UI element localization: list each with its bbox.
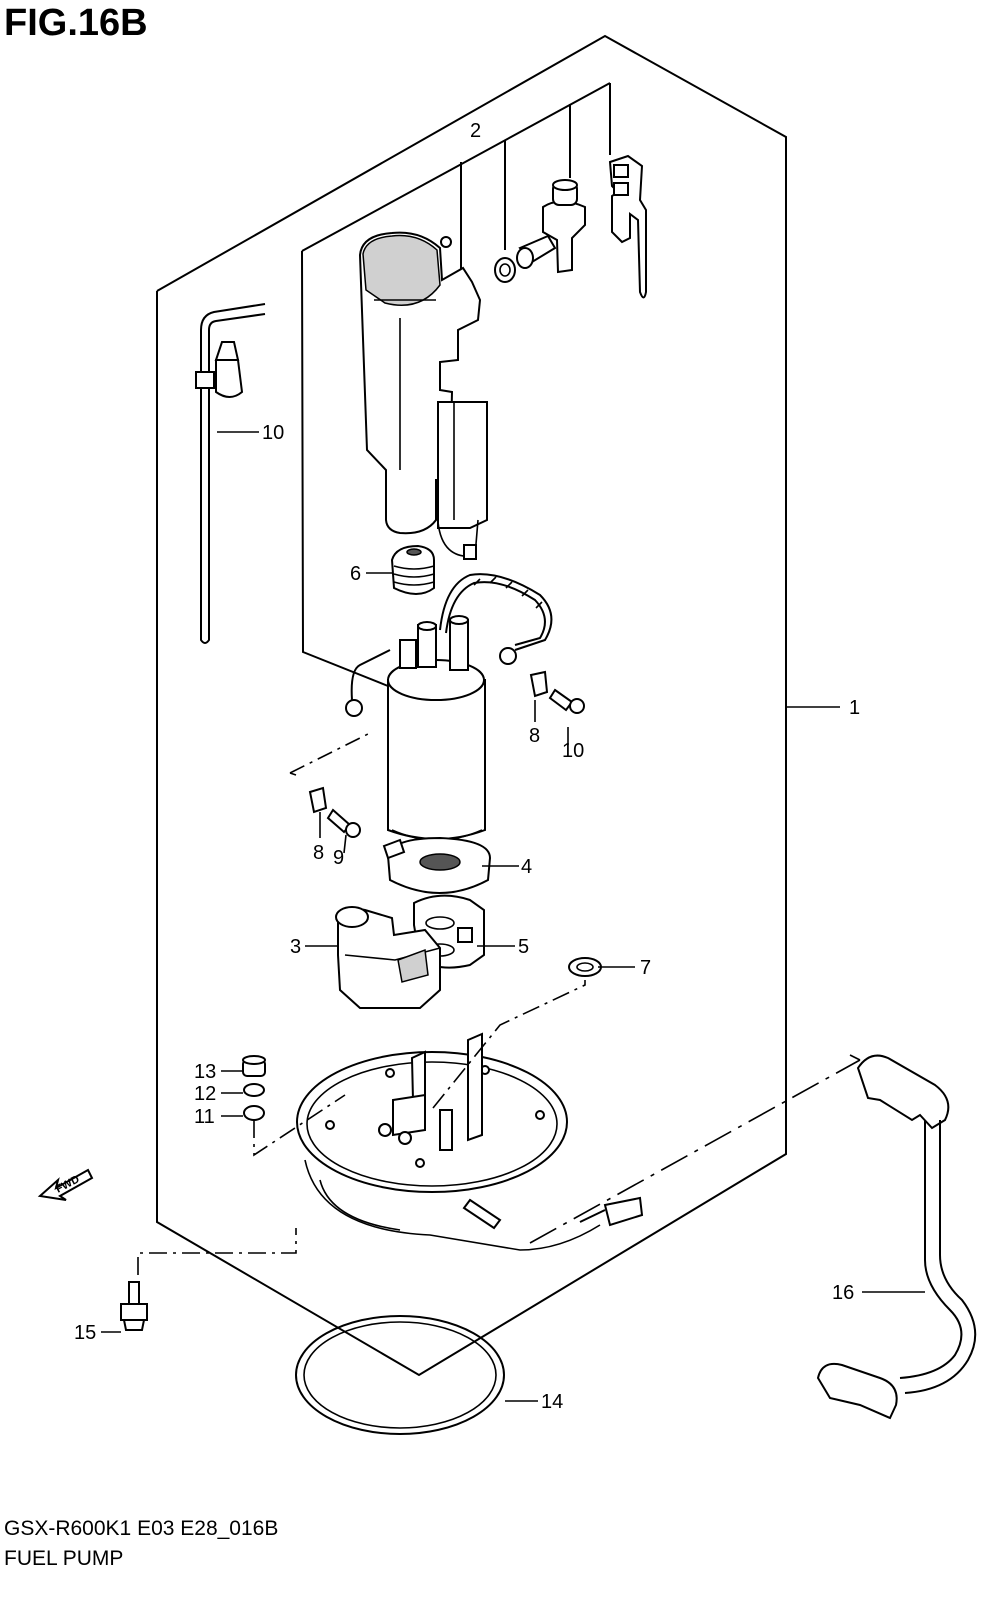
callout-14: 14 (541, 1391, 563, 1413)
callout-12: 12 (194, 1083, 216, 1105)
fuel-filter-housing (358, 231, 488, 560)
nut-and-washers (242, 1055, 266, 1121)
pump-case (335, 906, 441, 1009)
alignment-lines (137, 732, 861, 1275)
o-ring-large (295, 1315, 505, 1435)
mounting-plate (296, 1032, 644, 1251)
callout-8b: 8 (313, 842, 324, 864)
callout-5: 5 (518, 936, 529, 958)
fuel-hose (816, 1054, 977, 1420)
callout-2: 2 (470, 120, 481, 142)
o-ring-small (494, 257, 516, 283)
fuel-pump-wire-harness (345, 573, 553, 717)
filter-ring (382, 836, 492, 894)
item2-bracket (301, 82, 611, 687)
pressure-regulator (516, 179, 586, 274)
callout-11: 11 (194, 1106, 215, 1128)
diagram-name: FUEL PUMP (4, 1547, 124, 1570)
callout-7: 7 (640, 957, 651, 979)
figure-title: FIG.16B (4, 2, 148, 44)
callout-10a: 10 (262, 422, 284, 444)
callout-4: 4 (521, 856, 532, 878)
breather-hose (195, 303, 266, 644)
callout-8a: 8 (529, 725, 540, 747)
callout-10b: 10 (562, 740, 584, 762)
callout-1: 1 (849, 697, 860, 719)
callout-9: 9 (333, 847, 344, 869)
cushion-rubber (390, 544, 435, 595)
fwd-arrow-icon: FWD (37, 1168, 94, 1201)
assembly-outline (156, 34, 787, 1377)
callout-16: 16 (832, 1282, 854, 1304)
callout-15: 15 (74, 1322, 96, 1344)
callout-3: 3 (290, 936, 301, 958)
callout-13: 13 (194, 1061, 216, 1083)
fuel-pump-motor (387, 615, 486, 841)
gasket-washer (568, 957, 602, 977)
retaining-bracket (608, 154, 647, 299)
callout-6: 6 (350, 563, 361, 585)
mounting-bolt (120, 1281, 148, 1331)
screw-and-washer-set (308, 670, 585, 838)
diagram-code: GSX-R600K1 E03 E28_016B (4, 1517, 279, 1540)
leader-lines (101, 431, 925, 1402)
